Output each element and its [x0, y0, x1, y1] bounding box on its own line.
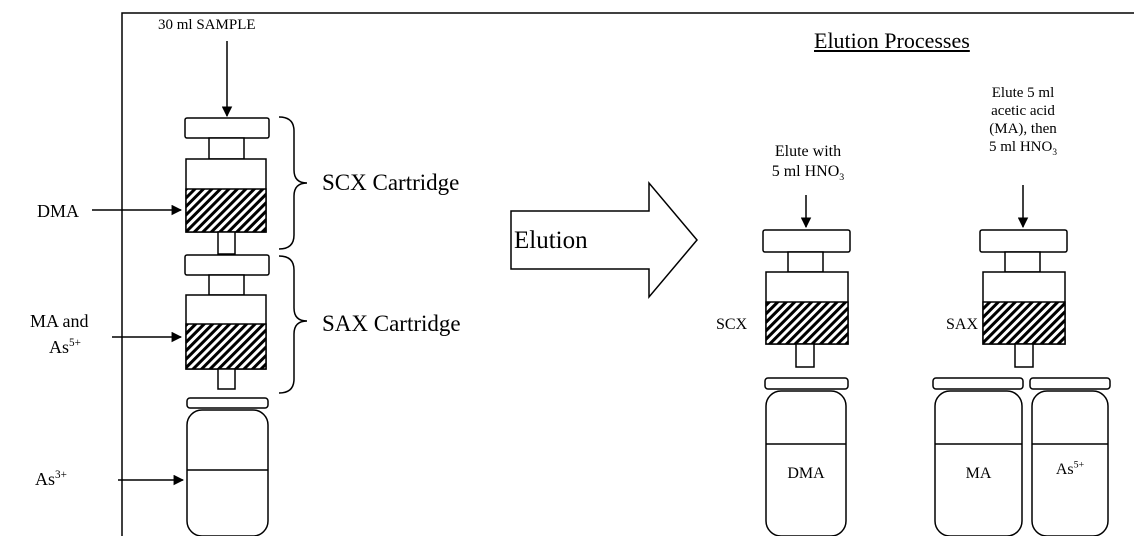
braces [278, 116, 308, 394]
sax-neck [208, 274, 245, 296]
species-arrows [92, 204, 185, 486]
elution-label: Elution [514, 227, 588, 254]
ma-vial [934, 390, 1023, 537]
as5-vial-base: As [1055, 461, 1074, 478]
ma-vial-cap [932, 377, 1024, 390]
sax-top-cap [184, 254, 270, 276]
as3-label: As3+ [35, 469, 67, 489]
sax-eluent-line2: acetic acid [991, 103, 1055, 119]
sax-column-label: SAX [946, 316, 979, 333]
scx-column-label: SCX [716, 316, 748, 333]
sax-elution-neck [1004, 251, 1041, 273]
sax-elution-column [932, 185, 1111, 537]
scx-eluent-line1: Elute with [774, 143, 842, 160]
scx-elution-neck [787, 251, 824, 273]
ma-vial-label: MA [965, 465, 992, 482]
sax-eluent-line3: (MA), then [989, 121, 1057, 137]
scx-brace [278, 116, 308, 250]
diagram-title: Elution Processes [814, 28, 970, 53]
dma-vial [765, 390, 847, 537]
sax-elution-cap [979, 229, 1068, 253]
scx-elution-outlet [795, 343, 815, 368]
as5-vial-label: As5+ [1032, 459, 1108, 478]
diagram-frame [121, 12, 1134, 536]
dma-vial-cap [764, 377, 849, 390]
scx-neck [208, 137, 245, 160]
scx-outlet [217, 231, 236, 255]
left-column-stack [184, 41, 270, 537]
scx-eluent-line2: 5 ml HNO3 [740, 163, 876, 184]
as5-base: As [49, 337, 70, 357]
sax-cartridge-label: SAX Cartridge [322, 311, 461, 336]
scx-eluent-hno: 5 ml HNO [771, 163, 840, 180]
sax-elution-packing [982, 301, 1066, 345]
scx-eluent-sub: 3 [839, 172, 845, 184]
as3-base: As [35, 469, 56, 489]
sax-elution-outlet [1014, 343, 1034, 368]
as5-sup: 5+ [69, 337, 81, 349]
scx-elution-cap [762, 229, 851, 253]
sample-label: 30 ml SAMPLE [158, 17, 256, 33]
sax-packing [185, 323, 267, 370]
left-vial [186, 409, 269, 537]
as3-sup: 3+ [55, 469, 67, 481]
sax-eluent-line4: 5 ml HNO3 [965, 139, 1081, 158]
scx-packing [185, 188, 267, 233]
scx-elution-column [762, 195, 851, 537]
sax-eluent-hno: 5 ml HNO [989, 139, 1053, 155]
dma-vial-label: DMA [787, 465, 825, 482]
elution-block-arrow [510, 180, 698, 300]
scx-elution-packing [765, 301, 849, 345]
scx-cartridge-label: SCX Cartridge [322, 170, 460, 195]
sax-brace [278, 255, 308, 394]
as5-label: As5+ [49, 337, 81, 357]
as5-vial-cap [1029, 377, 1111, 390]
sax-eluent-sub: 3 [1052, 148, 1057, 158]
dma-label: DMA [37, 201, 80, 221]
as5-vial-sup: 5+ [1073, 459, 1085, 471]
sax-outlet [217, 368, 236, 390]
ma-and-label: MA and [30, 311, 89, 331]
scx-top-cap [184, 117, 270, 139]
left-vial-cap [186, 397, 269, 409]
sax-eluent-line1: Elute 5 ml [991, 85, 1055, 101]
